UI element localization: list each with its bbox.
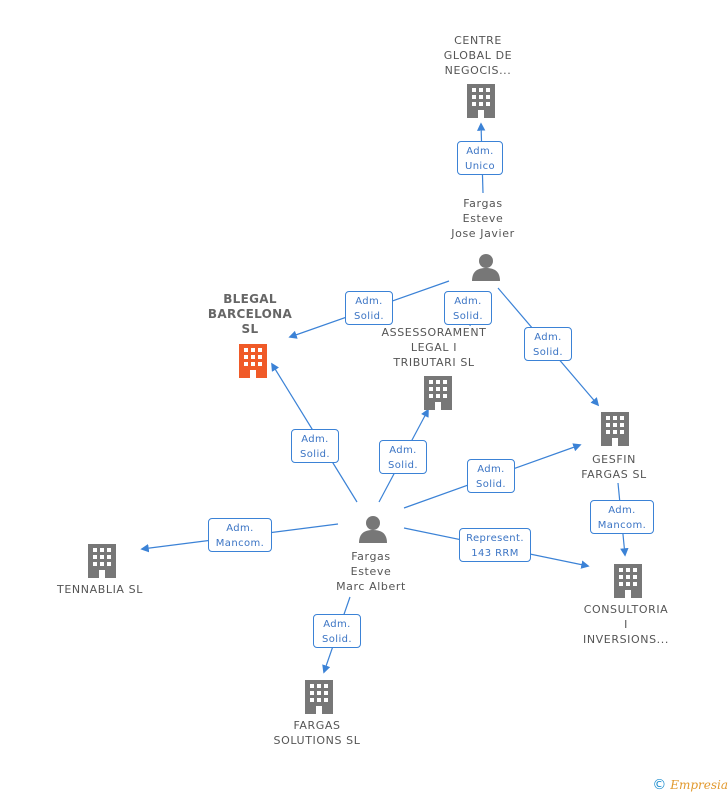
edge-label-ma-fargas-solutions: Adm. Solid. <box>313 614 361 648</box>
building-icon-gesfin <box>601 412 629 446</box>
building-icon-fargas-solutions <box>305 680 333 714</box>
building-icon-consultoria <box>614 564 642 598</box>
edge-label-ma-gesfin: Adm. Solid. <box>467 459 515 493</box>
building-icon-blegal <box>239 344 267 378</box>
node-centre-global[interactable]: CENTRE GLOBAL DE NEGOCIS... <box>443 34 513 77</box>
node-marc-albert[interactable]: Fargas Esteve Marc Albert <box>336 550 406 593</box>
brand-logo[interactable]: Empresia <box>670 778 728 792</box>
node-fargas-solutions[interactable]: FARGAS SOLUTIONS SL <box>273 719 361 747</box>
node-consultoria[interactable]: CONSULTORIA I INVERSIONS... <box>583 603 669 646</box>
copyright-icon: © <box>652 777 667 793</box>
person-icon-marc-albert <box>359 516 387 543</box>
footer: © Empresia <box>652 777 728 793</box>
person-icon-jose-javier <box>472 254 500 281</box>
building-icon-assessorament <box>424 376 452 410</box>
edge-label-jj-centre: Adm. Unico <box>457 141 503 175</box>
node-gesfin[interactable]: GESFIN FARGAS SL <box>581 453 647 481</box>
edge-label-ma-tennablia: Adm. Mancom. <box>208 518 272 552</box>
node-assessorament[interactable]: ASSESSORAMENT LEGAL I TRIBUTARI SL <box>381 326 487 369</box>
node-jose-javier[interactable]: Fargas Esteve Jose Javier <box>451 197 515 240</box>
building-icon-tennablia <box>88 544 116 578</box>
node-blegal[interactable]: BLEGAL BARCELONA SL <box>207 292 293 336</box>
edge-label-ma-assess: Adm. Solid. <box>379 440 427 474</box>
edge-label-jj-assess: Adm. Solid. <box>444 291 492 325</box>
edge-label-jj-blegal: Adm. Solid. <box>345 291 393 325</box>
edge-label-ma-blegal: Adm. Solid. <box>291 429 339 463</box>
edge-label-ma-consultoria: Represent. 143 RRM <box>459 528 531 562</box>
edge-label-gesfin-consultoria: Adm. Mancom. <box>590 500 654 534</box>
node-tennablia[interactable]: TENNABLIA SL <box>57 583 143 596</box>
building-icon-centre-global <box>467 84 495 118</box>
edge-label-jj-gesfin: Adm. Solid. <box>524 327 572 361</box>
